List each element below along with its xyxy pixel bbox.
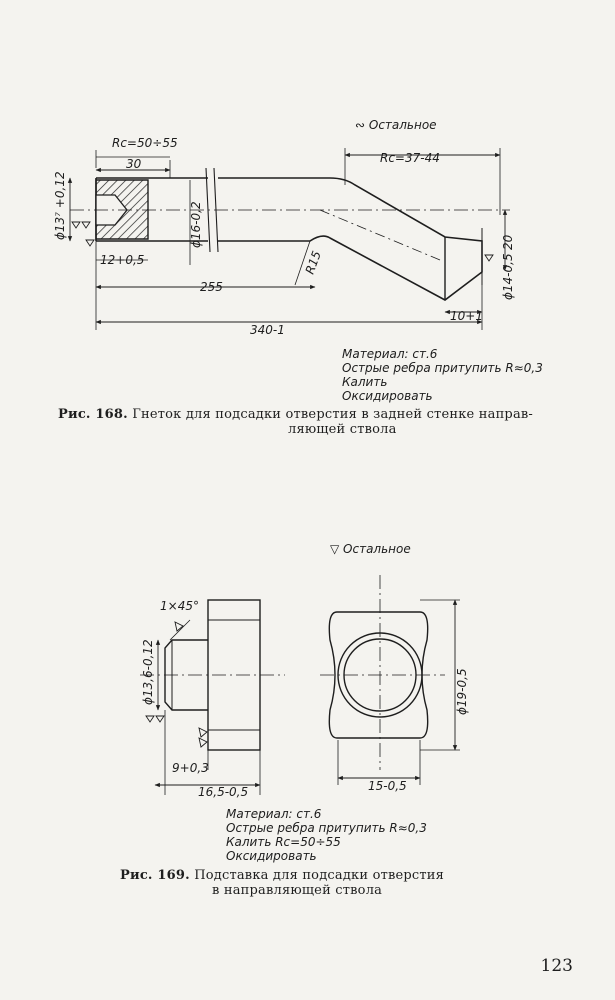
fig168-caption-text: Гнеток для подсадки отверстия в задней с… [132, 407, 534, 422]
fig168-drawing [67, 148, 510, 330]
fig168-caption: Рис. 168. Гнеток для подсадки отверстия … [58, 407, 558, 437]
fig168-dim-20: 20 [501, 234, 515, 250]
fig169-note-edges: Острые ребра притупить R≈0,3 [226, 821, 427, 835]
fig168-dim-dia14: ϕ14-0,5 [501, 253, 515, 300]
fig168-caption-text2: ляющей ствола [288, 422, 397, 437]
fig168-finish-note: ∾ Остальное [355, 118, 437, 132]
fig169-note-harden: Калить Rc=50÷55 [226, 835, 341, 849]
fig168-note-harden: Калить [342, 375, 387, 389]
fig168-labels: ∾ Остальное Rc=50÷55 Rc=37-44 30 ϕ13⁷ +0… [53, 118, 543, 403]
fig168-rc-right: Rc=37-44 [380, 151, 440, 165]
fig169-side-view [140, 599, 285, 795]
fig168-note-edges: Острые ребра притупить R≈0,3 [342, 361, 543, 375]
fig169-chamfer: 1×45° [160, 599, 199, 613]
fig169-dim-9: 9+0,3 [172, 761, 209, 775]
fig169-dim-165: 16,5-0,5 [198, 785, 248, 799]
fig169-labels: ▽ Остальное 1×45° ϕ13,6-0,12 ϕ19-0,5 9+0… [141, 542, 469, 863]
fig168-dim-dia16: ϕ16-0,2 [189, 201, 203, 248]
fig168-dim-10: 10+1 [450, 309, 483, 323]
fig168-dim-30: 30 [126, 157, 142, 171]
fig169-caption: Рис. 169. Подставка для подсадки отверст… [120, 868, 500, 898]
fig169-dim-15: 15-0,5 [368, 779, 407, 793]
fig169-note-oxidize: Оксидировать [226, 849, 317, 863]
fig169-caption-label: Рис. 169. [120, 868, 190, 883]
fig168-note-oxidize: Оксидировать [342, 389, 433, 403]
fig169-caption-text2: в направляющей ствола [212, 883, 383, 898]
fig169-dim-dia136: ϕ13,6-0,12 [141, 639, 155, 705]
fig168-note-material: Материал: ст.6 [342, 347, 438, 361]
fig168-caption-label: Рис. 168. [58, 407, 128, 422]
fig169-caption-text: Подставка для подсадки отверстия [194, 868, 445, 883]
fig168-dim-12: 12+0,5 [100, 253, 144, 267]
page-number: 123 [540, 956, 573, 976]
fig169-front-view [320, 575, 460, 785]
fig169-finish-note: ▽ Остальное [330, 542, 411, 556]
fig169-note-material: Материал: ст.6 [226, 807, 322, 821]
fig169-dim-dia19: ϕ19-0,5 [455, 668, 469, 715]
fig168-dim-340: 340-1 [250, 323, 285, 337]
fig168-dim-255: 255 [200, 280, 223, 294]
fig168-rc-left: Rc=50÷55 [112, 136, 178, 150]
fig168-dim-dia137: ϕ13⁷ +0,12 [53, 171, 67, 240]
